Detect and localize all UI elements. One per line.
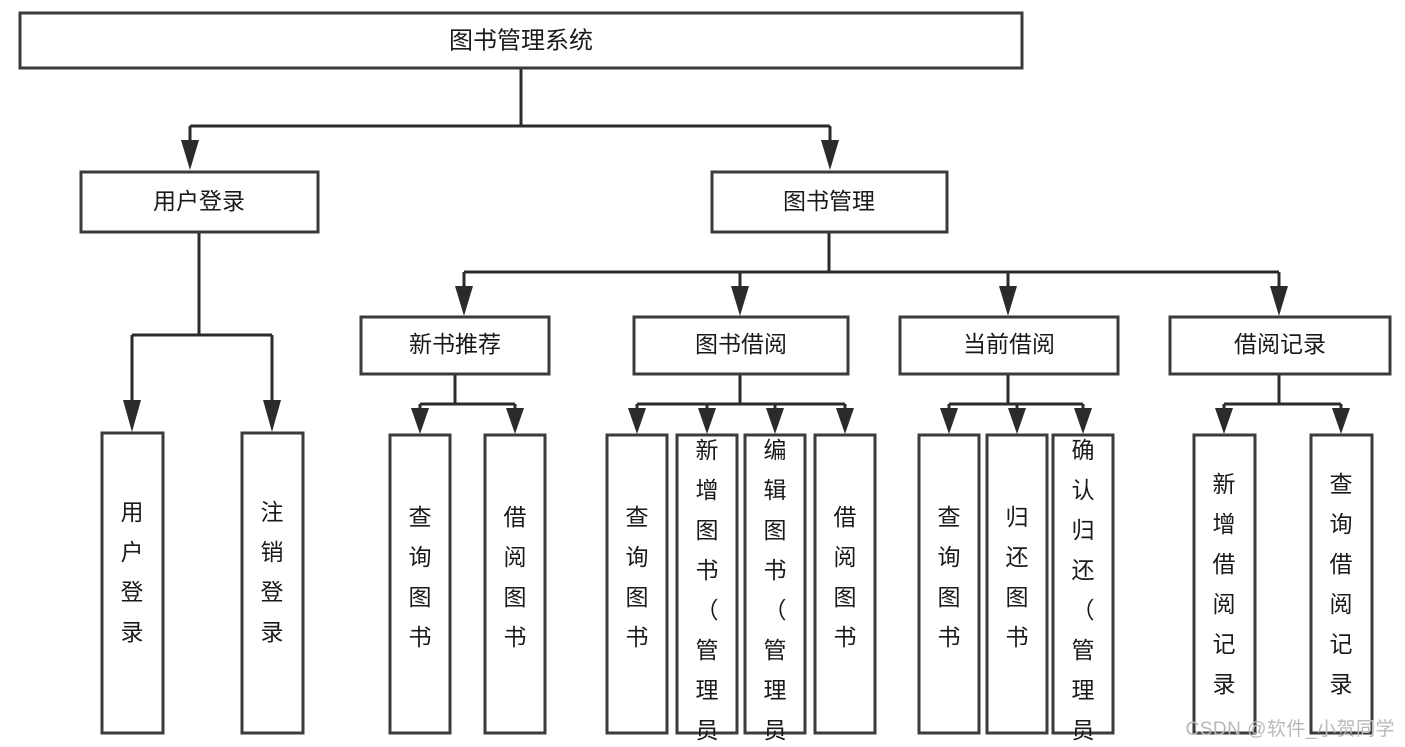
arrow-head-leaf-add-book [698, 408, 716, 434]
node-leaf-add-book[interactable]: 新增图书（管理员） [675, 433, 739, 747]
arrow-head-leaf-add-record [1215, 408, 1233, 434]
node-leaf-add-record-box[interactable] [1192, 433, 1257, 735]
node-current-borrow-box[interactable] [898, 315, 1120, 376]
node-current-borrow[interactable]: 当前借阅 [898, 315, 1120, 376]
node-book-management-box[interactable] [710, 170, 949, 234]
node-leaf-query-record-box[interactable] [1309, 433, 1374, 735]
node-leaf-add-book-box[interactable] [675, 433, 739, 735]
node-leaf-query-book-1-label: 查询图书 [409, 504, 432, 650]
arrow-head-leaf-user-login [123, 400, 141, 432]
arrow-head-borrow-record [1270, 286, 1288, 316]
arrow-head-leaf-confirm-return [1074, 408, 1092, 434]
node-leaf-query-book-1-box[interactable] [388, 433, 452, 735]
node-leaf-add-record[interactable]: 新增借阅记录 [1192, 433, 1257, 735]
node-book-management-label: 图书管理 [783, 188, 875, 214]
node-leaf-user-login[interactable]: 用户登录 [100, 431, 165, 735]
node-user-login-label: 用户登录 [153, 188, 245, 214]
node-leaf-query-book-3-label: 查询图书 [938, 504, 961, 650]
node-new-book-recommend[interactable]: 新书推荐 [359, 315, 551, 376]
connector-group-current-borrow [940, 374, 1092, 434]
node-leaf-borrow-book-1-label: 借阅图书 [504, 504, 527, 650]
node-leaf-borrow-book-1[interactable]: 借阅图书 [483, 433, 547, 735]
node-leaf-return-book[interactable]: 归还图书 [985, 433, 1049, 735]
node-book-management[interactable]: 图书管理 [710, 170, 949, 234]
node-leaf-return-book-label: 归还图书 [1006, 504, 1029, 650]
connector-group-borrow-record [1215, 374, 1350, 434]
node-new-book-recommend-label: 新书推荐 [409, 331, 501, 357]
arrow-head-leaf-query-book-2 [628, 408, 646, 434]
node-leaf-add-record-label: 新增借阅记录 [1213, 471, 1236, 697]
node-root-label: 图书管理系统 [449, 27, 593, 54]
arrow-head-leaf-return-book [1008, 408, 1026, 434]
arrow-head-leaf-query-book-3 [940, 408, 958, 434]
arrow-head-new-book-recommend [455, 286, 473, 316]
node-borrow-record-label: 借阅记录 [1234, 331, 1326, 357]
arrow-head-leaf-borrow-book-2 [836, 408, 854, 434]
arrow-head-leaf-borrow-book-1 [506, 408, 524, 434]
node-leaf-edit-book-label: 编辑图书（管理员） [764, 437, 787, 747]
node-leaf-confirm-return-label: 确认归还（管理员） [1072, 437, 1095, 747]
node-borrow-record[interactable]: 借阅记录 [1168, 315, 1392, 376]
node-leaf-logout-login-box[interactable] [240, 431, 305, 735]
node-leaf-borrow-book-2[interactable]: 借阅图书 [813, 433, 877, 735]
node-leaf-borrow-book-1-box[interactable] [483, 433, 547, 735]
node-leaf-user-login-label: 用户登录 [121, 499, 144, 645]
node-leaf-confirm-return-box[interactable] [1051, 433, 1115, 735]
node-leaf-query-book-3-box[interactable] [917, 433, 981, 735]
node-leaf-query-book-2[interactable]: 查询图书 [605, 433, 669, 735]
arrow-head-current-borrow [999, 286, 1017, 316]
arrow-head-user-login [181, 140, 199, 170]
node-user-login-box[interactable] [79, 170, 320, 234]
node-leaf-logout-login[interactable]: 注销登录 [240, 431, 305, 735]
node-leaf-edit-book[interactable]: 编辑图书（管理员） [743, 433, 807, 747]
node-leaf-query-record-label: 查询借阅记录 [1330, 471, 1353, 697]
node-borrow-record-box[interactable] [1168, 315, 1392, 376]
arrow-head-leaf-logout-login [263, 400, 281, 432]
node-leaf-query-record[interactable]: 查询借阅记录 [1309, 433, 1374, 735]
node-user-login[interactable]: 用户登录 [79, 170, 320, 234]
arrow-head-leaf-edit-book [766, 408, 784, 434]
node-new-book-recommend-box[interactable] [359, 315, 551, 376]
connector-group-book-borrow [628, 374, 854, 434]
node-book-borrow-label: 图书借阅 [695, 331, 787, 357]
node-leaf-logout-login-label: 注销登录 [261, 499, 284, 645]
node-leaf-borrow-book-2-label: 借阅图书 [834, 504, 857, 650]
arrow-head-book-borrow [731, 286, 749, 316]
node-leaf-query-book-1[interactable]: 查询图书 [388, 433, 452, 735]
connector-group-new-book-recommend [411, 374, 524, 434]
watermark: CSDN @软件_小贺同学 [1185, 719, 1395, 740]
node-leaf-query-book-2-label: 查询图书 [626, 504, 649, 650]
node-leaf-edit-book-box[interactable] [743, 433, 807, 735]
node-leaf-user-login-box[interactable] [100, 431, 165, 735]
node-leaf-query-book-3[interactable]: 查询图书 [917, 433, 981, 735]
connector-group-user-login [123, 232, 281, 432]
node-current-borrow-label: 当前借阅 [963, 331, 1055, 357]
node-leaf-add-book-label: 新增图书（管理员） [696, 437, 719, 747]
node-book-borrow[interactable]: 图书借阅 [632, 315, 850, 376]
connector-group-book-management [455, 232, 1288, 316]
node-leaf-return-book-box[interactable] [985, 433, 1049, 735]
arrow-head-leaf-query-book-1 [411, 408, 429, 434]
node-leaf-confirm-return[interactable]: 确认归还（管理员） [1051, 433, 1115, 747]
node-root[interactable]: 图书管理系统 [18, 11, 1024, 70]
node-leaf-borrow-book-2-box[interactable] [813, 433, 877, 735]
node-leaf-query-book-2-box[interactable] [605, 433, 669, 735]
arrow-head-book-management [821, 140, 839, 170]
connector-group-root [181, 68, 839, 170]
arrow-head-leaf-query-record [1332, 408, 1350, 434]
node-book-borrow-box[interactable] [632, 315, 850, 376]
node-root-box[interactable] [18, 11, 1024, 70]
